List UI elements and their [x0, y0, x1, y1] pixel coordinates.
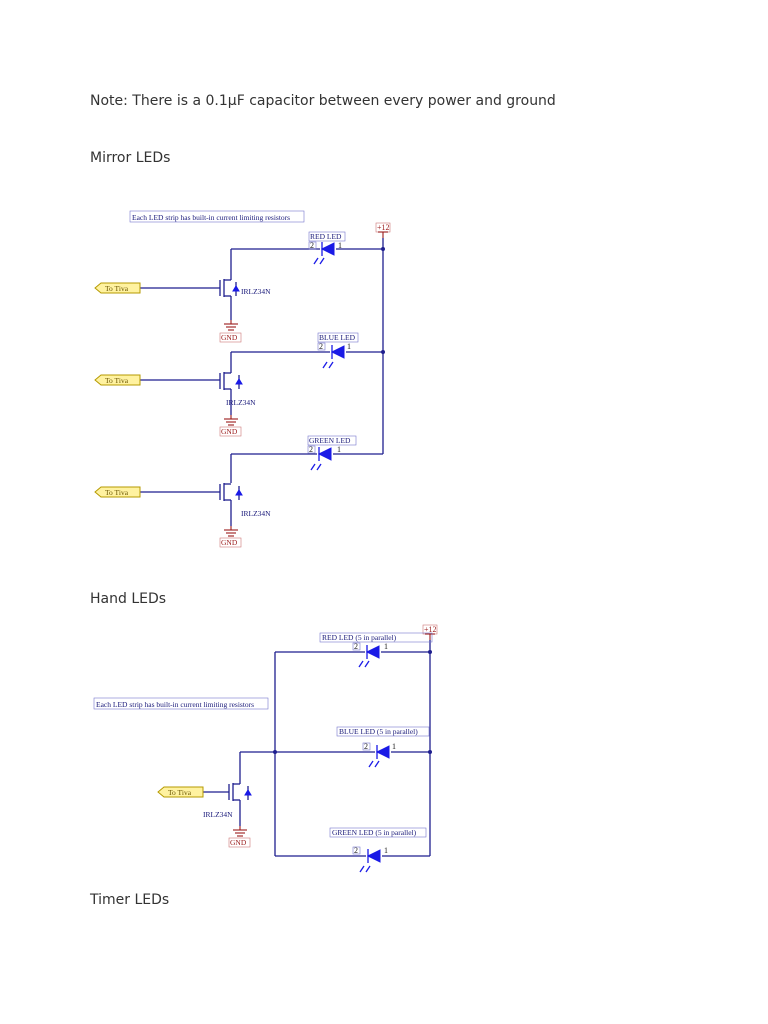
mirror-leds-schematic: Each LED strip has built-in current limi…: [94, 210, 391, 548]
mirror-red-led-label: RED LED: [310, 232, 342, 241]
hand-power-label: +12: [424, 625, 437, 634]
hand-green-led-label: GREEN LED (5 in parallel): [332, 828, 417, 837]
svg-text:1: 1: [384, 846, 388, 855]
hand-port: To Tiva: [168, 788, 192, 797]
svg-text:GND: GND: [221, 427, 238, 436]
svg-text:2: 2: [354, 846, 358, 855]
svg-text:1: 1: [347, 342, 351, 351]
svg-text:2: 2: [309, 445, 313, 454]
hand-blue-led-label: BLUE LED (5 in parallel): [339, 727, 418, 736]
capacitor-note: Note: There is a 0.1µF capacitor between…: [90, 93, 556, 109]
svg-text:1: 1: [384, 642, 388, 651]
svg-text:2: 2: [310, 241, 314, 250]
hand-leds-schematic: Each LED strip has built-in current limi…: [93, 624, 438, 873]
svg-text:2: 2: [319, 342, 323, 351]
mirror-port-1: To Tiva: [105, 284, 129, 293]
mirror-power-label: +12: [377, 223, 390, 232]
mirror-port-2: To Tiva: [105, 376, 129, 385]
svg-text:2: 2: [354, 642, 358, 651]
hand-red-led-label: RED LED (5 in parallel): [322, 633, 397, 642]
mirror-green-led-label: GREEN LED: [309, 436, 351, 445]
svg-text:1: 1: [337, 445, 341, 454]
hand-annotation: Each LED strip has built-in current limi…: [96, 700, 254, 709]
svg-text:1: 1: [338, 241, 342, 250]
timer-leds-heading: Timer LEDs: [90, 892, 170, 908]
svg-text:GND: GND: [221, 538, 238, 547]
mirror-mosfet-3-label: IRLZ34N: [241, 509, 271, 518]
mirror-annotation: Each LED strip has built-in current limi…: [132, 213, 290, 222]
hand-mosfet: [228, 782, 252, 826]
mirror-port-3: To Tiva: [105, 488, 129, 497]
mosfet-1: [219, 278, 240, 320]
mirror-mosfet-1-label: IRLZ34N: [241, 287, 271, 296]
mirror-leds-heading: Mirror LEDs: [90, 150, 171, 166]
svg-text:1: 1: [392, 742, 396, 751]
svg-text:GND: GND: [230, 838, 247, 847]
hand-mosfet-label: IRLZ34N: [203, 810, 233, 819]
mirror-blue-led-label: BLUE LED: [319, 333, 356, 342]
mirror-mosfet-2-label: IRLZ34N: [226, 398, 256, 407]
hand-leds-heading: Hand LEDs: [90, 591, 167, 607]
mosfet-2: [219, 372, 243, 415]
svg-text:GND: GND: [221, 333, 238, 342]
svg-text:2: 2: [364, 742, 368, 751]
